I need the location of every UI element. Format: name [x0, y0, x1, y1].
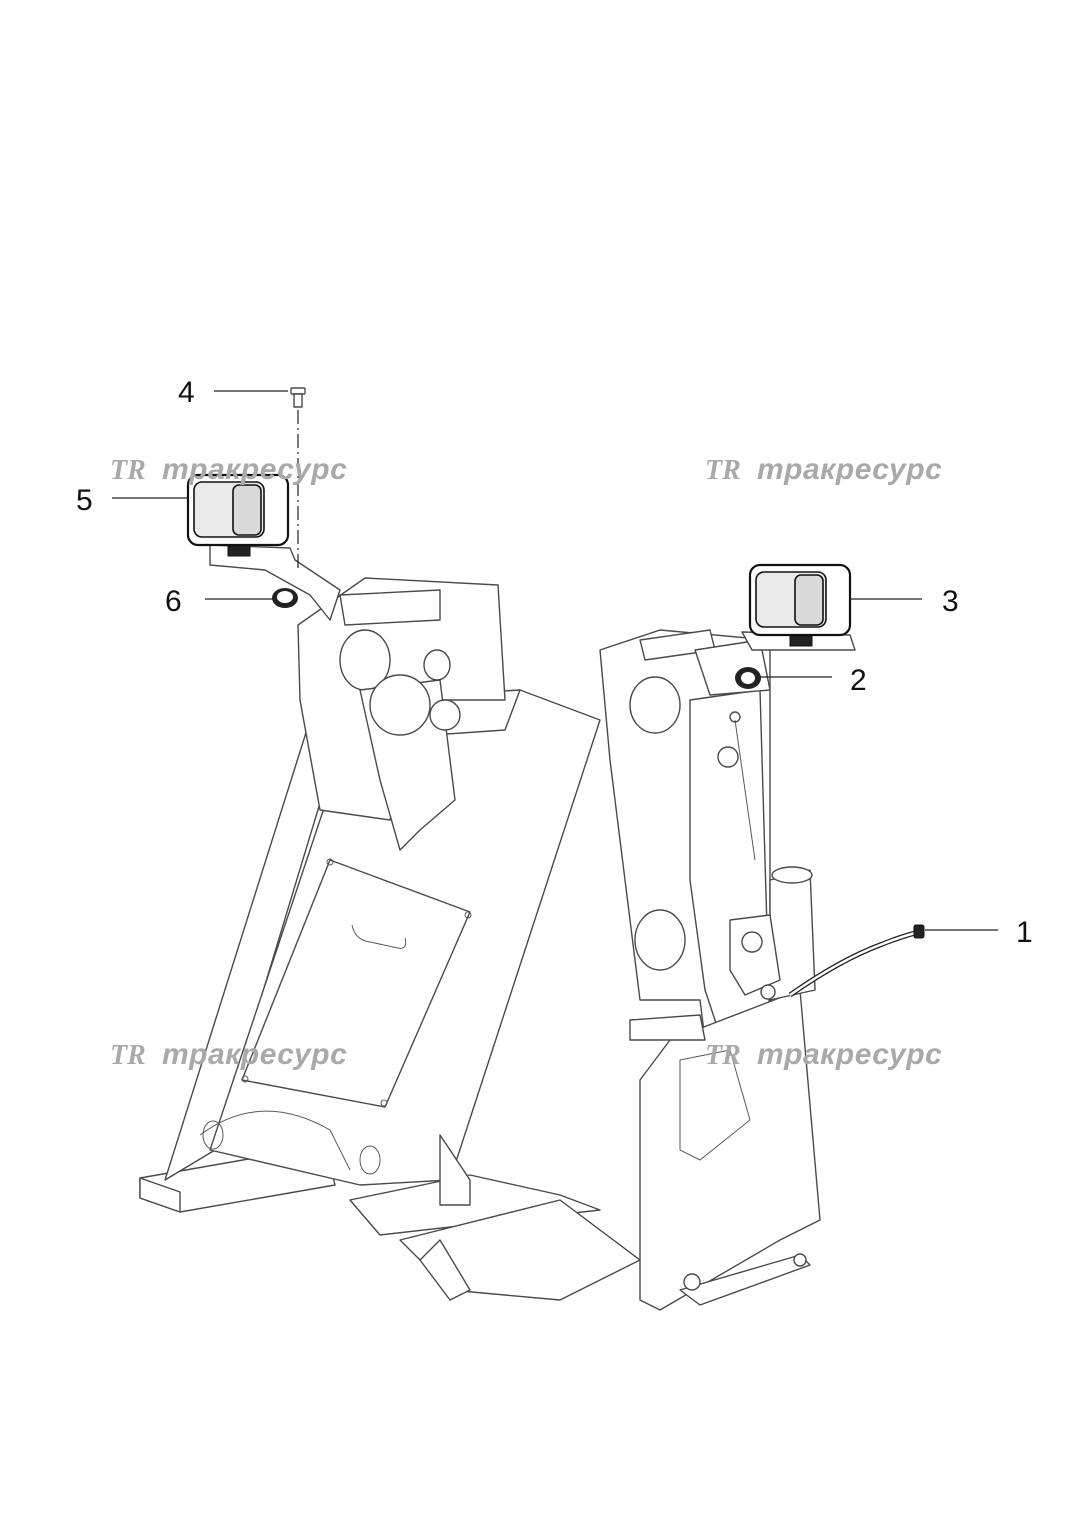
callout-1: 1 — [1016, 916, 1033, 949]
watermark-bottom-left: TR тракресурс — [110, 1038, 347, 1071]
callout-2: 2 — [850, 664, 867, 697]
watermark-bottom-right: TR тракресурс — [705, 1038, 942, 1071]
svg-text:тракресурс: тракресурс — [757, 1038, 942, 1071]
part-6-washer — [272, 588, 298, 608]
leader-lines — [112, 390, 998, 931]
svg-text:TR: TR — [110, 455, 146, 486]
watermark-top-right: TR тракресурс — [705, 453, 942, 486]
svg-text:тракресурс: тракресурс — [757, 453, 942, 486]
callout-4: 4 — [178, 376, 195, 409]
callout-5: 5 — [76, 484, 93, 517]
part-1-cable — [788, 924, 925, 998]
callout-3: 3 — [942, 585, 959, 618]
svg-text:TR: TR — [110, 1040, 146, 1071]
frame-assembly — [139, 577, 821, 1311]
part-4-bolt — [290, 387, 306, 408]
svg-text:TR: TR — [705, 455, 741, 486]
part-5-work-lamp — [186, 473, 341, 621]
callout-6: 6 — [165, 585, 182, 618]
svg-text:тракресурс: тракресурс — [162, 1038, 347, 1071]
part-3-work-lamp — [741, 563, 856, 651]
watermark-top-left: TR тракресурс — [110, 453, 347, 486]
svg-text:тракресурс: тракресурс — [162, 453, 347, 486]
part-2-washer — [694, 639, 771, 696]
svg-text:TR: TR — [705, 1040, 741, 1071]
